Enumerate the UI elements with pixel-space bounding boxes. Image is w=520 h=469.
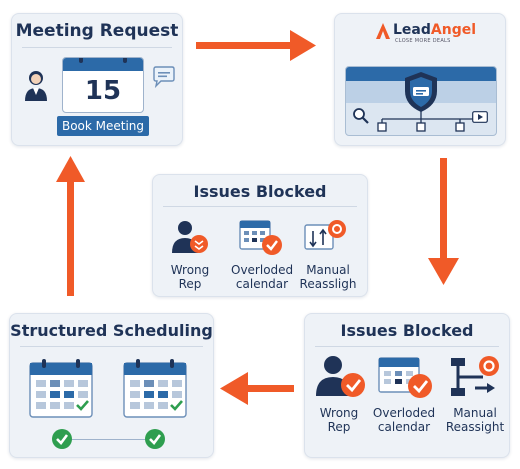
meeting-request-card: Meeting Request 15 Book Meeting xyxy=(11,13,183,146)
shield-icon xyxy=(405,72,437,112)
title-divider xyxy=(22,47,172,48)
leadangel-tagline: CLOSE MORE DEALS xyxy=(395,38,451,44)
chat-icon xyxy=(153,66,175,88)
leadangel-brand: LeadAngel xyxy=(393,22,476,38)
calendar-check-icon xyxy=(29,359,93,418)
person-icon xyxy=(25,71,47,101)
check-circle-icon xyxy=(52,429,72,449)
label-line: Wrong xyxy=(170,263,210,277)
overloaded-calendar-label: Overloded calendar xyxy=(371,406,437,434)
label-line: Reassligh xyxy=(299,277,357,291)
brand-lead: Lead xyxy=(393,22,431,38)
label-line: Overloded xyxy=(231,263,294,277)
title-divider xyxy=(315,346,499,347)
leadangel-card: LeadAngel CLOSE MORE DEALS xyxy=(334,13,506,146)
label-line: Rep xyxy=(327,420,351,434)
arrow-down-right xyxy=(428,158,459,285)
overloaded-calendar-icon xyxy=(239,220,282,255)
wrong-rep-icon xyxy=(316,356,365,397)
play-icon xyxy=(472,111,488,123)
calendar-day: 15 xyxy=(84,76,122,106)
brand-angel: Angel xyxy=(430,22,477,38)
wrong-rep-icon xyxy=(172,221,208,253)
issues-blocked-large-card: Issues Blocked Wrong Rep Overloded calen… xyxy=(304,313,510,458)
issues-blocked-small-title: Issues Blocked xyxy=(193,182,327,201)
label-line: Rep xyxy=(178,277,202,291)
label-line: calendar xyxy=(235,277,289,291)
label-line: Manual xyxy=(306,263,350,277)
calendar-ring-left xyxy=(79,58,83,63)
connector-line xyxy=(68,439,154,440)
calendar-header xyxy=(63,58,143,71)
label-line: Wrong xyxy=(319,406,359,420)
check-circle-icon xyxy=(145,429,165,449)
label-line: calendar xyxy=(377,420,431,434)
issues-blocked-small-card: Issues Blocked Wrong Rep Overloded calen… xyxy=(152,174,368,297)
calendar-ring-right xyxy=(123,58,127,63)
manual-reassign-label: Manual Reassligh xyxy=(295,263,361,291)
title-divider xyxy=(20,346,203,347)
structured-scheduling-card: Structured Scheduling xyxy=(9,313,214,458)
meeting-request-title: Meeting Request xyxy=(15,21,179,41)
title-divider xyxy=(163,206,357,207)
manual-reassign-icon xyxy=(451,356,499,396)
label-line: Manual xyxy=(453,406,497,420)
manual-reassign-icon xyxy=(304,220,346,250)
workflow-lines xyxy=(377,111,484,132)
issues-blocked-large-title: Issues Blocked xyxy=(340,321,474,340)
arrow-left-bottom xyxy=(220,372,294,405)
structured-scheduling-title: Structured Scheduling xyxy=(10,321,213,340)
overloaded-calendar-icon xyxy=(378,357,432,398)
arrow-up-left xyxy=(56,156,85,296)
dashboard-window xyxy=(345,66,497,136)
calendar-check-icon xyxy=(123,359,187,418)
calendar-icon: 15 xyxy=(62,57,144,113)
logo-icon xyxy=(376,23,390,39)
arrow-right-top xyxy=(196,30,316,61)
wrong-rep-label: Wrong Rep xyxy=(308,406,370,434)
wrong-rep-label: Wrong Rep xyxy=(160,263,220,291)
label-line: Overloded xyxy=(372,406,436,420)
book-meeting-button[interactable]: Book Meeting xyxy=(57,116,149,136)
search-icon xyxy=(353,108,369,124)
label-line: Reassight xyxy=(445,420,505,434)
manual-reassign-label: Manual Reassight xyxy=(441,406,509,434)
overloaded-calendar-label: Overloded calendar xyxy=(231,263,293,291)
